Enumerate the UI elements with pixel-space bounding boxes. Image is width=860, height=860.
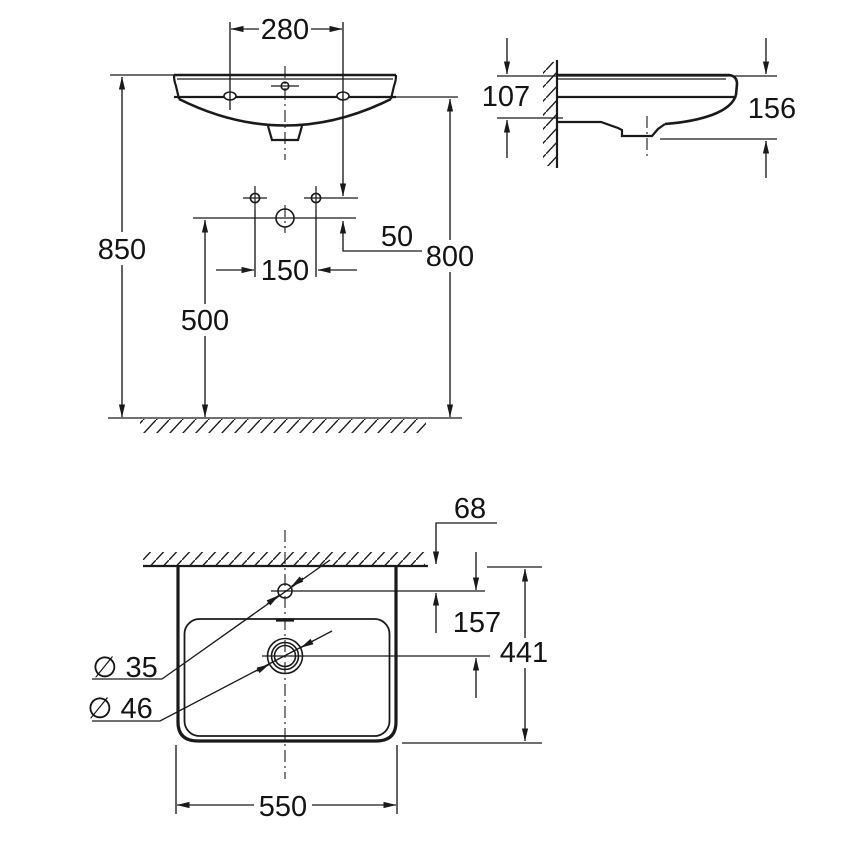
side-bowl-curve [664,94,738,126]
dim-overall-depth-label: 441 [500,637,548,669]
basin-right-edge [389,74,398,100]
floor-hatch [140,419,426,433]
dim-overall-width-label: 550 [259,791,307,823]
basin-left-edge [172,74,181,100]
side-underside-profile [557,120,666,138]
basin-bowl-curve [178,97,392,127]
supply-hole-crosses [243,186,358,210]
dim-rim-height-label: 850 [98,234,146,266]
dim-550-extensions [175,745,398,814]
dim-tap-to-drain-label: 157 [453,607,501,639]
dim-supply-spacing-label: 150 [261,255,309,287]
dim-tap-hole-spacing-label: 280 [261,14,309,46]
wall-hatch [543,62,557,166]
plan-view: 550 68 157 441 ∅ 35 ∅ 46 [87,493,548,823]
dim-basin-height-label: 156 [748,93,796,125]
plan-wall-hatch [143,552,425,566]
plan-basin-outline [176,566,398,743]
dim-underside-height-label: 800 [426,241,474,273]
dim-drain-height-label: 500 [181,305,229,337]
dia-46-leader [92,630,333,722]
dim-supply-drain-drop-label: 50 [381,221,413,253]
dim-280-extensions [229,22,344,168]
front-view: 280 850 800 500 150 50 [98,14,474,433]
dim-wall-to-tap-label: 68 [454,493,486,525]
side-view: 107 156 [482,38,796,178]
dim-drain-diameter-label: ∅ 46 [87,693,153,725]
dim-fixing-height-label: 107 [482,81,530,113]
dim-150-extensions [254,210,317,277]
side-rim [557,73,739,96]
dim-tap-hole-diameter-label: ∅ 35 [92,652,158,684]
